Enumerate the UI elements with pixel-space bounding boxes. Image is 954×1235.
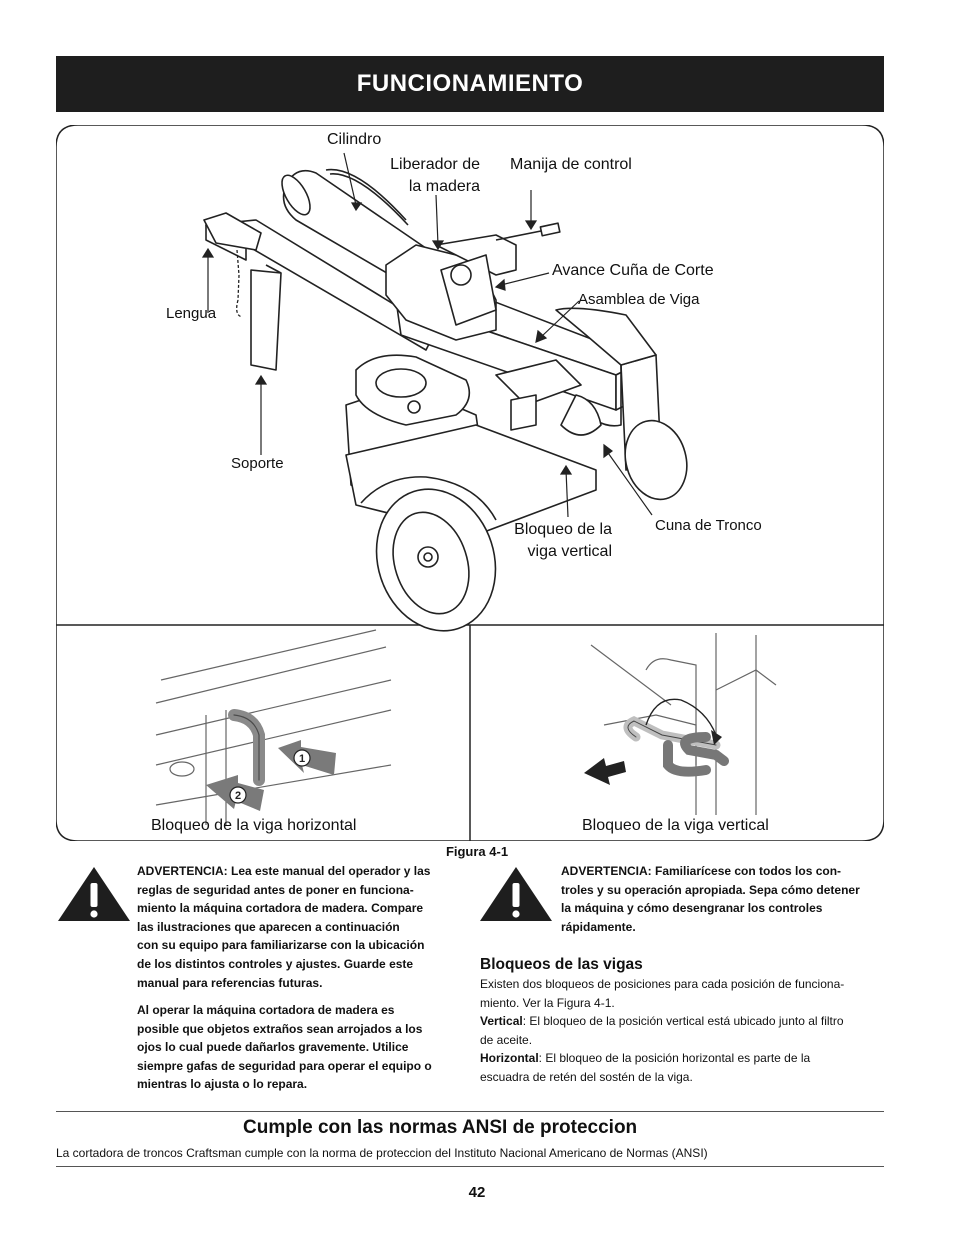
vertical-lock-handle [680,732,729,766]
callout-leaders [201,152,653,518]
figure-label: Figura 4-1 [445,844,509,859]
callout-vertical-lock-2: viga vertical [527,543,612,560]
callout-tongue: Lengua [166,305,217,322]
horizontal-term: Horizontal [480,1051,539,1065]
callout-cylinder: Cilindro [327,131,382,148]
warning-right-text: ADVERTENCIA: Familiarícese con todos los… [561,864,860,934]
callout-wedge-advance: Avance Cuña de Corte [552,262,714,279]
safety-chain [236,249,243,318]
figure-border [56,125,884,841]
warning-icon [58,867,130,921]
step-2-number: 2 [235,790,241,802]
page-number: 42 [468,1184,486,1201]
horizontal-lock-pin [228,709,265,786]
beam-locks-title: Bloqueos de las vigas [480,956,643,973]
callout-log-cradle: Cuna de Tronco [655,517,762,534]
ansi-title: Cumple con las normas ANSI de proteccion [243,1117,638,1138]
divider-top [56,1111,884,1112]
step-2-marker [229,786,247,804]
section-title: FUNCIONAMIENTO [356,70,584,97]
rotation-arrow [645,698,717,736]
warning-icon-right [480,867,552,921]
section-header: FUNCIONAMIENTO [56,56,884,112]
callout-beam-assembly: Asamblea de Viga [578,291,700,308]
callout-wood-release-2: la madera [408,178,480,195]
callout-stand: Soporte [231,455,284,472]
caption-horizontal-lock: Bloqueo de la viga horizontal [151,817,357,834]
figure-4-1: 1 2 [56,125,884,841]
callout-vertical-lock-1: Bloqueo de la [514,521,612,538]
callout-control-handle: Manija de control [510,156,632,173]
caption-vertical-lock: Bloqueo de la viga vertical [582,817,769,834]
callout-wood-release-1: Liberador de [390,156,480,173]
ansi-text: La cortadora de troncos Craftsman cumple… [56,1146,708,1160]
log-splitter-illustration [203,168,688,632]
pull-arrow [584,758,626,785]
vertical-term: Vertical [480,1014,523,1028]
vertical-lock-illustration [590,633,777,815]
divider-bottom [56,1166,884,1167]
step-1-marker [293,749,311,767]
step-1-number: 1 [299,753,305,765]
horizontal-lock-illustration [155,629,392,825]
beam-locks-body: Existen dos bloqueos de posiciones para … [480,977,845,1084]
warning-left-para-2: Al operar la máquina cortadora de madera… [137,1003,432,1092]
warning-left-para-1: ADVERTENCIA: Lea este manual del operado… [137,864,431,990]
